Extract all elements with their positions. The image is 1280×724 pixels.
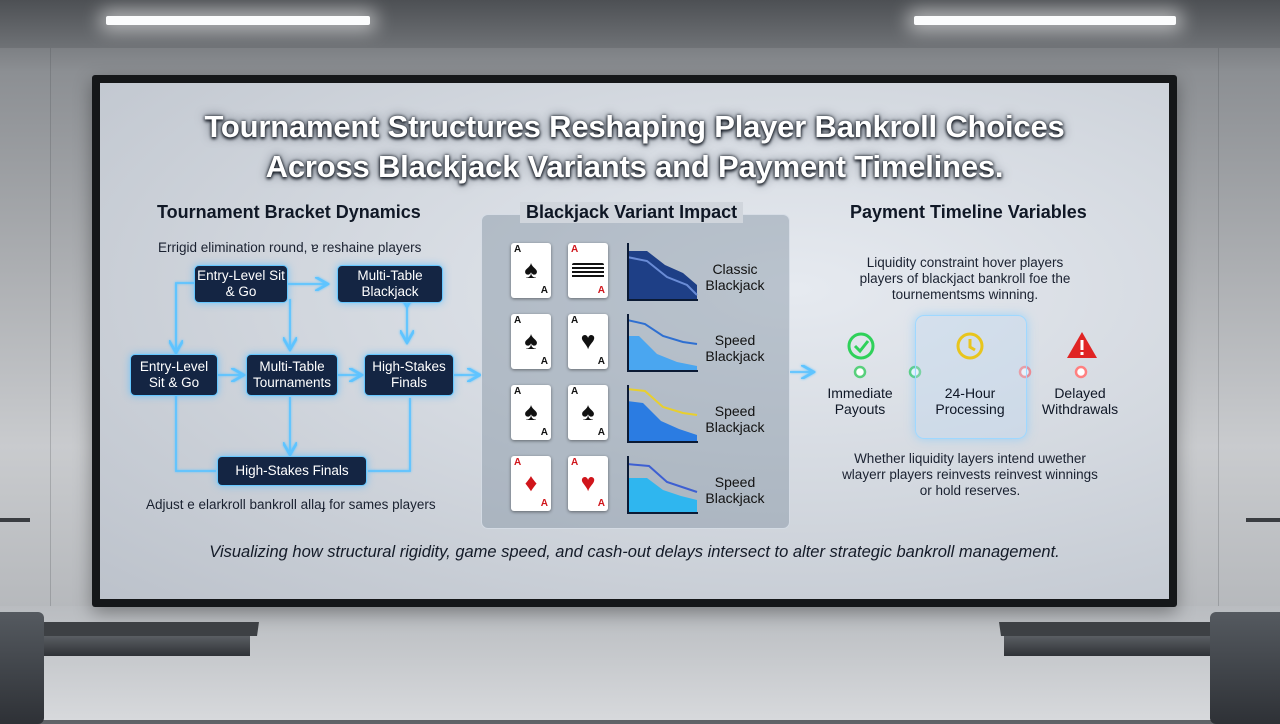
card-rank: A: [514, 386, 522, 397]
chair-right: [1210, 612, 1280, 724]
desk-left-front: [44, 636, 250, 656]
warning-icon: [1067, 332, 1097, 358]
desk-right-front: [1004, 636, 1216, 656]
payment-note-bottom-line: or hold reserves.: [919, 483, 1021, 498]
variant-trend-graphic: [627, 456, 698, 514]
slide-title: Tournament Structures Reshaping Player B…: [100, 107, 1169, 187]
payment-note-top-line: Liquidity constraint hover players: [866, 255, 1064, 270]
playing-card: A♥A: [568, 456, 608, 511]
ceiling-light: [914, 16, 1176, 25]
stage-label-immediate: Immediate Payouts: [827, 385, 893, 417]
payment-note-top: Liquidity constraint hover players playe…: [835, 255, 1095, 303]
card-rank: A: [597, 498, 605, 509]
timeline-dot: [1074, 365, 1088, 379]
payment-note-bottom-line: wlayerr players reinvests reinvest winni…: [842, 467, 1098, 482]
card-suit: ♦: [524, 469, 538, 497]
variant-trend-graphic: [627, 243, 698, 301]
card-rank: A: [514, 315, 522, 326]
check-circle-icon: [847, 332, 875, 360]
variant-label: Speed Blackjack: [705, 474, 765, 506]
playing-card: A♠A: [511, 243, 551, 298]
blackjack-heading: Blackjack Variant Impact: [520, 202, 744, 223]
card-rank: A: [540, 285, 548, 296]
card-rank: A: [571, 244, 579, 255]
card-suit: ♠: [581, 398, 595, 426]
card-rank: A: [540, 427, 548, 438]
slide-title-line-1: Tournament Structures Reshaping Player B…: [204, 109, 1065, 144]
card-rank: A: [540, 356, 548, 367]
bracket-node-multi-table-tournaments: Multi-Table Tournaments: [246, 354, 338, 396]
payment-note-bottom: Whether liquidity layers intend uwether …: [830, 451, 1110, 499]
playing-card: A♠A: [511, 385, 551, 440]
card-rank: A: [571, 315, 579, 326]
card-rank: A: [597, 285, 605, 296]
bracket-node-high-stakes-mid: High-Stakes Finals: [364, 354, 454, 396]
bracket-node-multi-table-blackjack: Multi-Table Blackjack: [337, 265, 443, 303]
card-rank: A: [571, 386, 579, 397]
slide-title-line-2: Across Blackjack Variants and Payment Ti…: [265, 149, 1004, 184]
card-suit: ♠: [524, 327, 538, 355]
bracket-note-top: Errigid elimination round, ɐ reshaine pl…: [158, 240, 422, 255]
desk-left: [39, 622, 259, 636]
bracket-heading: Tournament Bracket Dynamics: [157, 202, 421, 222]
desk-right: [999, 622, 1235, 636]
card-rank: A: [514, 244, 522, 255]
slide-footer: Visualizing how structural rigidity, gam…: [209, 543, 1060, 561]
wall-panel-seam: [1218, 48, 1219, 608]
payment-note-bottom-line: Whether liquidity layers intend uwether: [854, 451, 1086, 466]
payment-heading: Payment Timeline Variables: [850, 202, 1087, 222]
wall-ledge: [0, 518, 30, 522]
variant-label: Speed Blackjack: [705, 403, 765, 435]
card-rank: A: [597, 427, 605, 438]
variant-label: Speed Blackjack: [705, 332, 765, 364]
clock-icon: [956, 332, 984, 360]
playing-card: A♠A: [568, 385, 608, 440]
card-suit: ♠: [524, 256, 538, 284]
stage-label-delayed: Delayed Withdrawals: [1041, 385, 1119, 417]
timeline-dot: [853, 365, 867, 379]
card-suit: ♠: [524, 398, 538, 426]
payment-note-top-line: players of blackjact bankroll foe the: [859, 271, 1071, 286]
card-rank: A: [540, 498, 548, 509]
chair-left: [0, 612, 44, 724]
variant-trend-graphic: [627, 385, 698, 443]
playing-card: A♠A: [511, 314, 551, 369]
card-rank: A: [597, 356, 605, 367]
ceiling-light: [106, 16, 370, 25]
card-rank: A: [514, 457, 522, 468]
playing-card: A♥A: [568, 314, 608, 369]
card-suit: ♥: [580, 327, 596, 355]
wall-ledge: [1246, 518, 1280, 522]
bracket-node-entry-level-mid: Entry-Level Sit & Go: [130, 354, 218, 396]
bracket-node-entry-level-top: Entry-Level Sit & Go: [194, 265, 288, 303]
variant-trend-graphic: [627, 314, 698, 372]
presentation-screen: Tournament Structures Reshaping Player B…: [100, 83, 1169, 599]
stage-label-processing: 24-Hour Processing: [935, 385, 1005, 417]
bracket-node-high-stakes-finals: High-Stakes Finals: [217, 456, 367, 486]
timeline-dot: [1018, 365, 1032, 379]
variant-label: Classic Blackjack: [705, 261, 765, 293]
card-suit: ♥: [580, 469, 596, 497]
bracket-connectors: [100, 83, 1169, 472]
playing-card: A♦A: [511, 456, 551, 511]
processing-highlight-box: [915, 315, 1027, 439]
wall-panel-seam: [50, 48, 51, 608]
bracket-note-bottom: Adjust e elarkroll bankroll allaɟ for sa…: [146, 497, 436, 512]
card-rank: A: [571, 457, 579, 468]
card-glitch-graphic: [572, 263, 604, 279]
payment-note-top-line: tournementsms winning.: [891, 287, 1039, 302]
